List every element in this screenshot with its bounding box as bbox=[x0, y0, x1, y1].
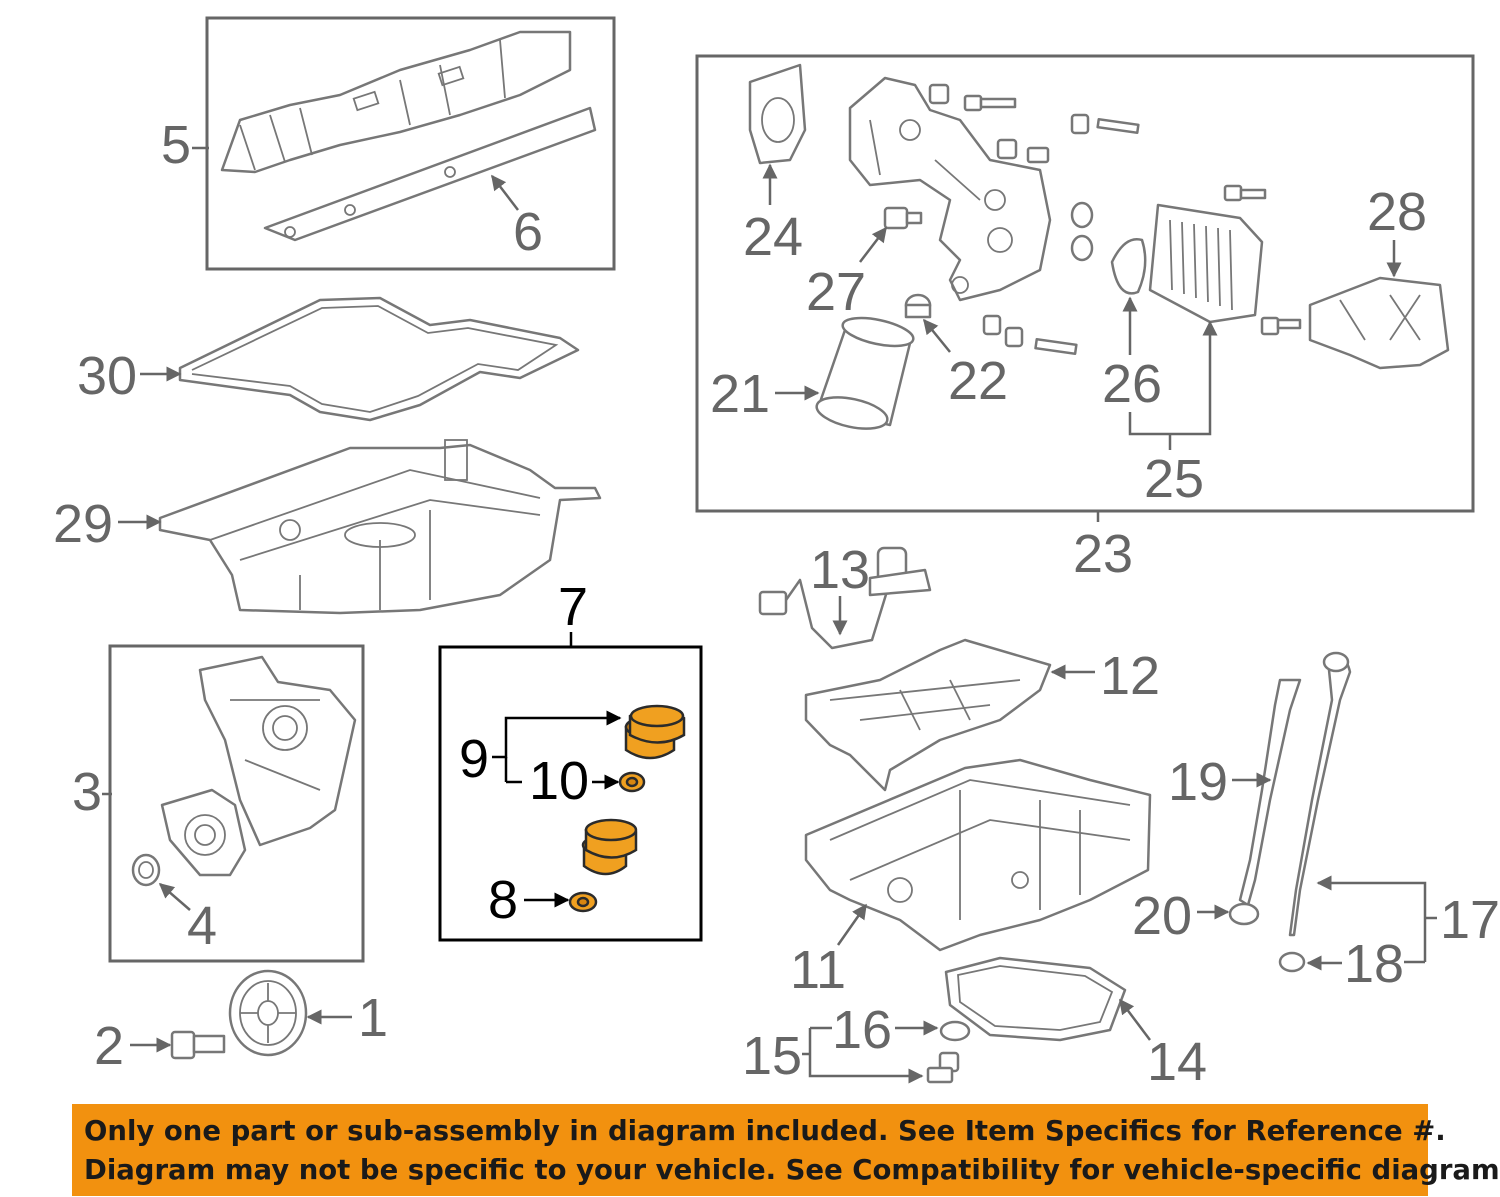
callout-7: 7 bbox=[558, 577, 588, 637]
drain-plug-part-9 bbox=[624, 704, 686, 760]
oil-cooler-part-25 bbox=[1148, 203, 1264, 324]
callout-21: 21 bbox=[710, 364, 770, 424]
callout-13: 13 bbox=[810, 540, 870, 600]
callout-22: 22 bbox=[948, 351, 1008, 411]
disclaimer-line-2: Diagram may not be specific to your vehi… bbox=[84, 1154, 1500, 1186]
callout-30: 30 bbox=[77, 346, 137, 406]
dipstick-tube-part-19 bbox=[1238, 678, 1302, 907]
callout-12: 12 bbox=[1100, 646, 1160, 706]
oil-filter-adapter-housing bbox=[848, 76, 1052, 302]
disclaimer-line-1: Only one part or sub-assembly in diagram… bbox=[84, 1115, 1446, 1147]
upper-oil-pan-part-29 bbox=[158, 439, 602, 615]
callout-3: 3 bbox=[72, 762, 102, 822]
callout-29: 29 bbox=[53, 494, 113, 554]
callout-4: 4 bbox=[187, 896, 217, 956]
callout-20: 20 bbox=[1132, 886, 1192, 946]
callout-25: 25 bbox=[1144, 449, 1204, 509]
cooler-seal-part-26 bbox=[1110, 238, 1147, 295]
leader-4 bbox=[158, 883, 191, 911]
drain-plug-washer-part-8 bbox=[568, 891, 598, 913]
timing-cover-part-3 bbox=[198, 655, 357, 847]
drain-plug-part-8 bbox=[581, 818, 638, 876]
callout-16: 16 bbox=[832, 1000, 892, 1060]
group-box-3 bbox=[108, 644, 365, 963]
callout-23: 23 bbox=[1073, 524, 1133, 584]
group-box-23 bbox=[695, 54, 1475, 513]
leader-11 bbox=[836, 903, 868, 946]
callout-5: 5 bbox=[161, 115, 191, 175]
engine-cover-part-5 bbox=[220, 30, 572, 174]
seal-carrier-part bbox=[160, 788, 247, 877]
adapter-gasket-part-24 bbox=[748, 63, 807, 165]
callout-17: 17 bbox=[1440, 890, 1500, 950]
callout-11: 11 bbox=[790, 940, 846, 1000]
callout-6: 6 bbox=[513, 202, 543, 262]
callout-1: 1 bbox=[358, 988, 388, 1048]
oil-pan-part-11 bbox=[804, 758, 1152, 952]
leader-22 bbox=[923, 318, 951, 353]
oil-deflector-part-12 bbox=[804, 638, 1052, 792]
callout-2: 2 bbox=[94, 1016, 124, 1076]
front-seal-part-4 bbox=[131, 853, 161, 887]
callout-27: 27 bbox=[806, 262, 866, 322]
oil-level-sensor-part-13 bbox=[758, 546, 932, 650]
pan-plug-part-15 bbox=[926, 1051, 960, 1084]
oil-filter-part-21 bbox=[815, 316, 915, 430]
leader-6 bbox=[491, 174, 519, 211]
leader-27 bbox=[859, 226, 887, 263]
oil-pressure-sensor-part-27 bbox=[883, 206, 923, 230]
callout-15: 15 bbox=[742, 1026, 802, 1086]
callout-26: 26 bbox=[1102, 354, 1162, 414]
leader-14 bbox=[1119, 998, 1151, 1041]
callout-8: 8 bbox=[488, 870, 518, 930]
pulley-bolt-part-2 bbox=[170, 1030, 226, 1060]
dipstick-seal-part-18 bbox=[1278, 951, 1306, 973]
plug-seal-part-16 bbox=[939, 1020, 971, 1042]
pan-cover-part-14 bbox=[944, 956, 1127, 1042]
bolts-group bbox=[928, 83, 1302, 355]
oil-pan-gasket-part-30 bbox=[178, 296, 580, 422]
callout-18: 18 bbox=[1344, 934, 1404, 994]
dipstick-part-17 bbox=[1288, 651, 1352, 937]
callout-10: 10 bbox=[529, 751, 589, 811]
filter-stud-part-22 bbox=[904, 293, 932, 319]
leader-17 bbox=[1316, 875, 1427, 915]
tube-seal-part-20 bbox=[1228, 902, 1260, 926]
callout-14: 14 bbox=[1147, 1032, 1207, 1092]
callout-19: 19 bbox=[1168, 752, 1228, 812]
drain-plug-washer-part-10 bbox=[618, 771, 646, 793]
disclaimer-banner: Only one part or sub-assembly in diagram… bbox=[72, 1104, 1500, 1196]
group-box-5 bbox=[205, 16, 616, 271]
cooler-shield-part-28 bbox=[1308, 276, 1450, 370]
engine-cover-gasket-part-6 bbox=[263, 106, 597, 242]
crankshaft-pulley-part-1 bbox=[228, 969, 308, 1057]
callout-28: 28 bbox=[1367, 182, 1427, 242]
leader-9 bbox=[492, 710, 622, 759]
callout-9: 9 bbox=[459, 729, 489, 789]
leader-15 bbox=[808, 1026, 922, 1076]
callout-24: 24 bbox=[743, 207, 803, 267]
